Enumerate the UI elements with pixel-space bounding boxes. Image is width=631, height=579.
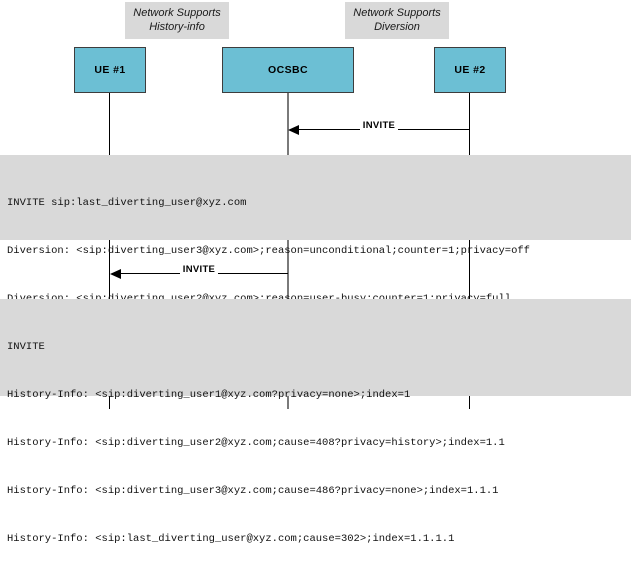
arrow-head-left-icon bbox=[110, 268, 121, 279]
arrow-head-left-icon bbox=[288, 124, 299, 135]
message-line: History-Info: <sip:diverting_user3@xyz.c… bbox=[7, 485, 499, 497]
arrow-label-wrapper: INVITE bbox=[288, 120, 470, 131]
actor-box-ue2: UE #2 bbox=[434, 47, 506, 93]
message-block-history-info: INVITE History-Info: <sip:diverting_user… bbox=[0, 299, 631, 545]
message-arrow-invite-ue2-to-ocsbc: INVITE bbox=[288, 120, 470, 136]
lifeline-ue1 bbox=[109, 93, 110, 409]
arrow-label-wrapper: INVITE bbox=[110, 264, 288, 275]
message-block-diversion: INVITE sip:last_diverting_user@xyz.com D… bbox=[0, 155, 631, 353]
message-line: Diversion: <sip:diverting_user3@xyz.com>… bbox=[7, 245, 530, 257]
network-supports-diversion-note: Network Supports Diversion bbox=[345, 2, 449, 39]
network-supports-history-info-note: Network Supports History-info bbox=[125, 2, 229, 39]
arrow-label-invite-2: INVITE bbox=[179, 264, 219, 275]
message-line: History-Info: <sip:diverting_user1@xyz.c… bbox=[7, 389, 411, 401]
sip-call-flow-diagram: Network Supports History-info Network Su… bbox=[0, 0, 631, 545]
message-line: INVITE bbox=[7, 341, 45, 353]
arrow-label-invite-1: INVITE bbox=[359, 120, 399, 131]
actor-label-ue2: UE #2 bbox=[454, 64, 486, 76]
message-line: History-Info: <sip:last_diverting_user@x… bbox=[7, 533, 455, 545]
message-line: INVITE sip:last_diverting_user@xyz.com bbox=[7, 197, 247, 209]
lifeline-ue2 bbox=[469, 93, 470, 409]
actor-label-ue1: UE #1 bbox=[94, 64, 126, 76]
actor-box-ocsbc: OCSBC bbox=[222, 47, 354, 93]
actor-label-ocsbc: OCSBC bbox=[268, 64, 308, 76]
lifeline-ocsbc bbox=[287, 93, 289, 409]
message-arrow-invite-ocsbc-to-ue1: INVITE bbox=[110, 264, 288, 280]
message-line: History-Info: <sip:diverting_user2@xyz.c… bbox=[7, 437, 505, 449]
actor-box-ue1: UE #1 bbox=[74, 47, 146, 93]
